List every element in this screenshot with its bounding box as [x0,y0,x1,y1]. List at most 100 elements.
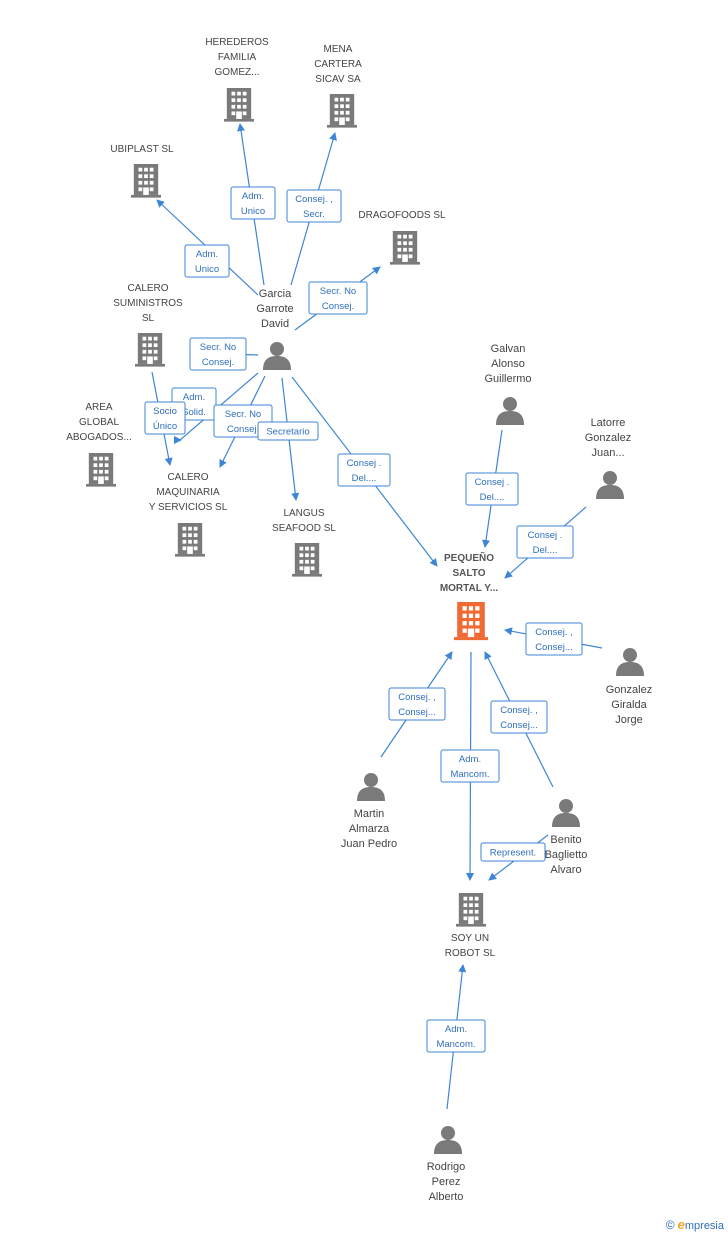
node-label[interactable]: LANGUS [283,508,324,519]
node-label[interactable]: Galvan [491,343,526,355]
person-icon[interactable] [616,648,644,676]
node-pequeno[interactable]: PEQUEÑO SALTO MORTAL Y... [440,551,499,641]
relation-label-box[interactable] [189,337,247,371]
node-label[interactable]: PEQUEÑO [444,551,494,564]
empresia-watermark[interactable]: ©empresia [666,1217,724,1232]
relation-label-box[interactable] [144,401,186,435]
node-label[interactable]: SEAFOOD SL [272,523,336,534]
person-icon[interactable] [434,1126,462,1154]
node-label[interactable]: SL [142,313,155,324]
relation-label-box[interactable] [516,525,574,559]
building-icon[interactable] [390,231,420,265]
node-label[interactable]: Garcia [259,288,292,300]
node-label[interactable]: ROBOT SL [445,948,496,959]
node-label[interactable]: Juan Pedro [341,838,397,850]
node-calero_sum[interactable]: CALERO SUMINISTROS SL [113,283,183,367]
relation-label: Solid. [182,407,206,418]
node-label[interactable]: SUMINISTROS [113,298,183,309]
node-ubiplast[interactable]: UBIPLAST SL [110,144,174,198]
person-icon[interactable] [596,471,624,499]
node-label[interactable]: Alberto [429,1191,464,1203]
node-area[interactable]: AREA GLOBAL ABOGADOS... [66,402,132,487]
node-label[interactable]: GOMEZ... [215,67,260,78]
node-label[interactable]: DRAGOFOODS SL [358,210,446,221]
person-icon[interactable] [357,773,385,801]
node-label[interactable]: MAQUINARIA [156,487,220,498]
building-icon[interactable] [292,543,322,577]
node-langus[interactable]: LANGUS SEAFOOD SL [272,508,336,577]
building-icon[interactable] [135,333,165,367]
relation-label-box[interactable] [480,842,546,862]
node-label[interactable]: Perez [432,1176,461,1188]
node-label[interactable]: AREA [85,402,113,413]
relation-label-box[interactable] [308,281,368,315]
node-calero_maq[interactable]: CALERO MAQUINARIA Y SERVICIOS SL [149,472,228,557]
node-label[interactable]: Almarza [349,823,390,835]
relation-label-box[interactable] [465,472,519,506]
node-label[interactable]: David [261,318,289,330]
relation-label-box[interactable] [426,1019,486,1053]
node-label[interactable]: CALERO [127,283,168,294]
node-soyun[interactable]: SOY UN ROBOT SL [445,893,496,959]
node-label[interactable]: CALERO [167,472,208,483]
node-label[interactable]: GLOBAL [79,417,119,428]
node-label[interactable]: HEREDEROS [205,37,269,48]
building-icon[interactable] [175,523,205,557]
node-label[interactable]: Alonso [491,358,525,370]
relation-label-box[interactable] [230,186,276,220]
node-label[interactable]: MORTAL Y... [440,583,499,594]
node-label[interactable]: CARTERA [314,59,362,70]
node-label[interactable]: SALTO [453,568,486,579]
node-mena[interactable]: MENA CARTERA SICAV SA [314,44,362,128]
building-icon[interactable] [456,893,486,927]
node-label[interactable]: SICAV SA [315,74,361,85]
node-label[interactable]: Latorre [591,417,626,429]
node-label[interactable]: Guillermo [484,373,531,385]
relation-label-box[interactable] [257,421,319,441]
person-icon[interactable] [263,342,291,370]
node-label[interactable]: Baglietto [545,849,588,861]
relation-label-box[interactable] [490,700,548,734]
person-icon[interactable] [496,397,524,425]
node-label[interactable]: Martin [354,808,385,820]
building-icon[interactable] [454,602,488,641]
node-label[interactable]: Alvaro [550,864,581,876]
person-icon[interactable] [552,799,580,827]
relation-label-box[interactable] [525,622,583,656]
copyright-icon: © [665,1218,675,1232]
node-label[interactable]: SOY UN [451,933,489,944]
node-label[interactable]: Giralda [611,699,647,711]
node-herederos[interactable]: HEREDEROS FAMILIA GOMEZ... [205,37,269,122]
node-label[interactable]: UBIPLAST SL [110,144,174,155]
relation-label-box[interactable] [337,453,391,487]
node-label[interactable]: Rodrigo [427,1161,466,1173]
relation-label-box[interactable] [388,687,446,721]
node-label[interactable]: MENA [324,44,353,55]
building-icon[interactable] [131,164,161,198]
relation-label: Adm. [242,191,264,202]
building-icon[interactable] [86,453,116,487]
relation-label-box[interactable] [440,749,500,783]
node-label[interactable]: Gonzalez [606,684,652,696]
node-latorre[interactable]: LatorreGonzalezJuan... [585,417,631,499]
node-label[interactable]: ABOGADOS... [66,432,132,443]
node-label[interactable]: Jorge [615,714,643,726]
building-icon[interactable] [224,88,254,122]
node-label[interactable]: Garrote [256,303,293,315]
node-dragofoods[interactable]: DRAGOFOODS SL [358,210,446,265]
building-icon[interactable] [327,94,357,128]
node-label[interactable]: Benito [550,834,581,846]
node-label[interactable]: Y SERVICIOS SL [149,502,228,513]
node-label[interactable]: Juan... [591,447,624,459]
node-label[interactable]: FAMILIA [218,52,257,63]
relation-label-box[interactable] [184,244,230,278]
node-label[interactable]: Gonzalez [585,432,631,444]
relation-label-box[interactable] [286,189,342,223]
